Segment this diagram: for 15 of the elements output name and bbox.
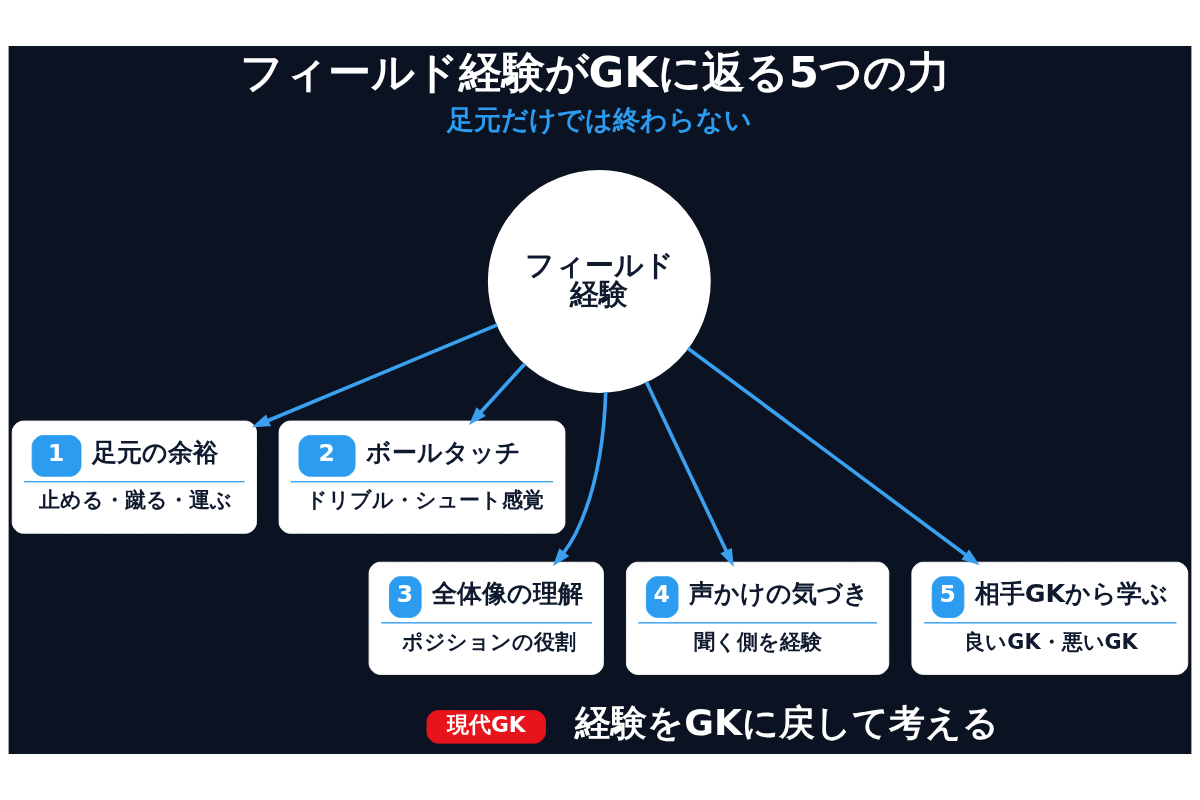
node-box: 4 声かけの気づき 聞く側を経験 xyxy=(626,561,890,675)
caption: 経験をGKに戻して考える xyxy=(575,701,1000,744)
diagram-title: フィールド経験がGKに返る5つの力 xyxy=(239,47,950,98)
arrow xyxy=(468,362,527,426)
node-box: 5 相手GKから学ぶ 良いGK・悪いGK xyxy=(911,561,1189,675)
node-box: 現代GK xyxy=(426,710,546,744)
node-box: 1 足元の余裕 止める・蹴る・運ぶ xyxy=(11,420,257,534)
label: 足元だけでは終わらない xyxy=(446,104,752,136)
node-box: 2 ボールタッチ ドリブル・シュート感覚 xyxy=(278,420,566,534)
node-box: 3 全体像の理解 ポジションの役割 xyxy=(368,561,604,675)
node-circle: フィールド経験 xyxy=(487,170,711,393)
arrow xyxy=(686,346,980,566)
arrow xyxy=(552,392,608,567)
arrow xyxy=(644,381,734,568)
arrow xyxy=(251,323,498,428)
